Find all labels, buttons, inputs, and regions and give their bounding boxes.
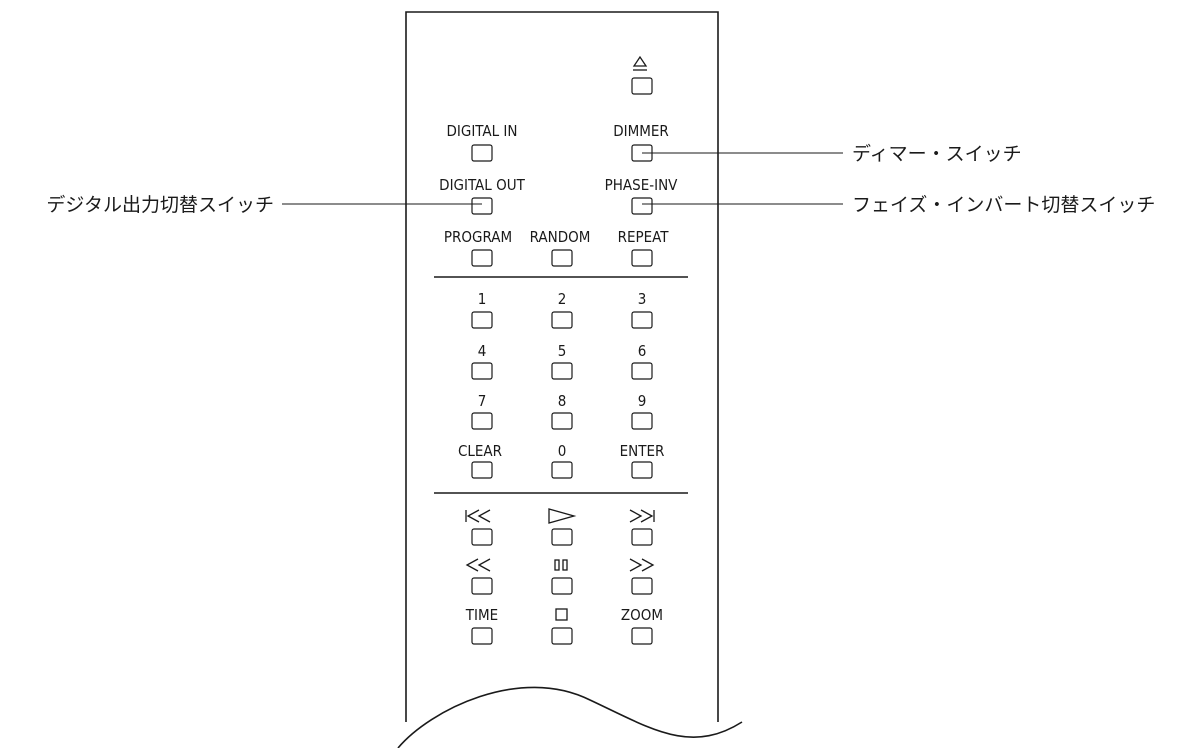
dimmer-label: DIMMER — [613, 122, 669, 140]
digital-in-label: DIGITAL IN — [447, 122, 518, 140]
num4-label: 4 — [478, 342, 487, 360]
time-label: TIME — [465, 606, 498, 624]
pause-icon — [554, 559, 568, 571]
num0-button[interactable] — [551, 461, 573, 479]
phase-invert-callout: フェイズ・インバート切替スイッチ — [852, 194, 1155, 216]
random-label: RANDOM — [530, 228, 591, 246]
zoom-button[interactable] — [631, 627, 653, 645]
phase-inv-label: PHASE-INV — [605, 176, 679, 194]
num5-button[interactable] — [551, 362, 573, 380]
num6-button[interactable] — [631, 362, 653, 380]
enter-button[interactable] — [631, 461, 653, 479]
num3-button[interactable] — [631, 311, 653, 329]
fast-forward-icon — [629, 558, 655, 572]
repeat-label: REPEAT — [618, 228, 670, 246]
num2-label: 2 — [558, 290, 567, 308]
num0-label: 0 — [558, 442, 567, 460]
stop-button[interactable] — [551, 627, 573, 645]
num1-label: 1 — [478, 290, 487, 308]
eject-icon — [632, 55, 648, 71]
num1-button[interactable] — [471, 311, 493, 329]
time-button[interactable] — [471, 627, 493, 645]
stop-icon — [555, 608, 568, 621]
num9-label: 9 — [638, 392, 647, 410]
rewind-icon — [465, 558, 491, 572]
num7-label: 7 — [478, 392, 487, 410]
pause-button[interactable] — [551, 577, 573, 595]
num5-label: 5 — [558, 342, 567, 360]
fast-forward-button[interactable] — [631, 577, 653, 595]
digital-out-label: DIGITAL OUT — [439, 176, 525, 194]
num2-button[interactable] — [551, 311, 573, 329]
phase-inv-button[interactable] — [631, 197, 653, 215]
random-button[interactable] — [551, 249, 573, 267]
skip-back-icon — [465, 509, 491, 523]
program-button[interactable] — [471, 249, 493, 267]
zoom-label: ZOOM — [621, 606, 663, 624]
skip-forward-button[interactable] — [631, 528, 653, 546]
digital-out-button[interactable] — [471, 197, 493, 215]
num8-label: 8 — [558, 392, 567, 410]
repeat-button[interactable] — [631, 249, 653, 267]
rewind-button[interactable] — [471, 577, 493, 595]
digital-in-button[interactable] — [471, 144, 493, 162]
enter-label: ENTER — [620, 442, 665, 460]
num7-button[interactable] — [471, 412, 493, 430]
dimmer-callout: ディマー・スイッチ — [852, 143, 1022, 165]
remote-body-outline — [405, 11, 719, 722]
num8-button[interactable] — [551, 412, 573, 430]
num9-button[interactable] — [631, 412, 653, 430]
skip-back-button[interactable] — [471, 528, 493, 546]
clear-button[interactable] — [471, 461, 493, 479]
play-button[interactable] — [551, 528, 573, 546]
play-icon — [548, 508, 577, 524]
remote-cut-line — [397, 686, 743, 748]
num6-label: 6 — [638, 342, 647, 360]
eject-button-group[interactable] — [631, 55, 653, 95]
eject-button[interactable] — [631, 77, 653, 95]
program-label: PROGRAM — [444, 228, 512, 246]
clear-label: CLEAR — [458, 442, 502, 460]
num4-button[interactable] — [471, 362, 493, 380]
skip-forward-icon — [629, 509, 655, 523]
num3-label: 3 — [638, 290, 647, 308]
digital-output-callout: デジタル出力切替スイッチ — [46, 194, 274, 216]
